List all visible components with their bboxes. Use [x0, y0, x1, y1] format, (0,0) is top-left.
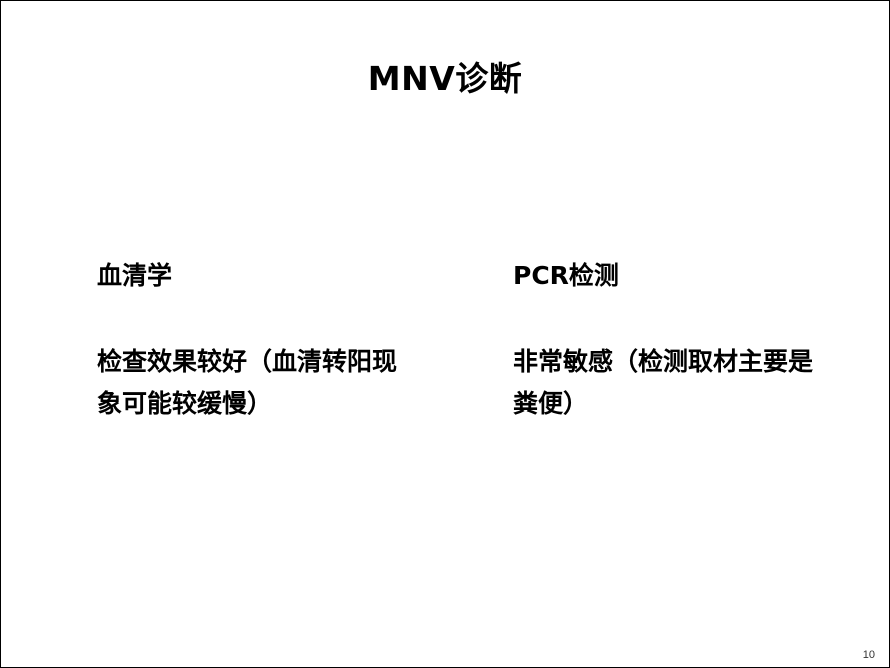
right-column-body: 非常敏感（检测取材主要是粪便） [513, 347, 814, 418]
right-column-heading: PCR检测 [513, 261, 619, 290]
page-number: 10 [862, 649, 875, 661]
left-column-body: 检查效果较好（血清转阳现象可能较缓慢） [97, 347, 398, 418]
right-column: PCR检测 非常敏感（检测取材主要是粪便） [513, 259, 843, 425]
slide-title: MNV诊断 [367, 59, 523, 98]
left-column: 血清学 检查效果较好（血清转阳现象可能较缓慢） [97, 259, 427, 425]
left-column-heading: 血清学 [97, 261, 173, 290]
